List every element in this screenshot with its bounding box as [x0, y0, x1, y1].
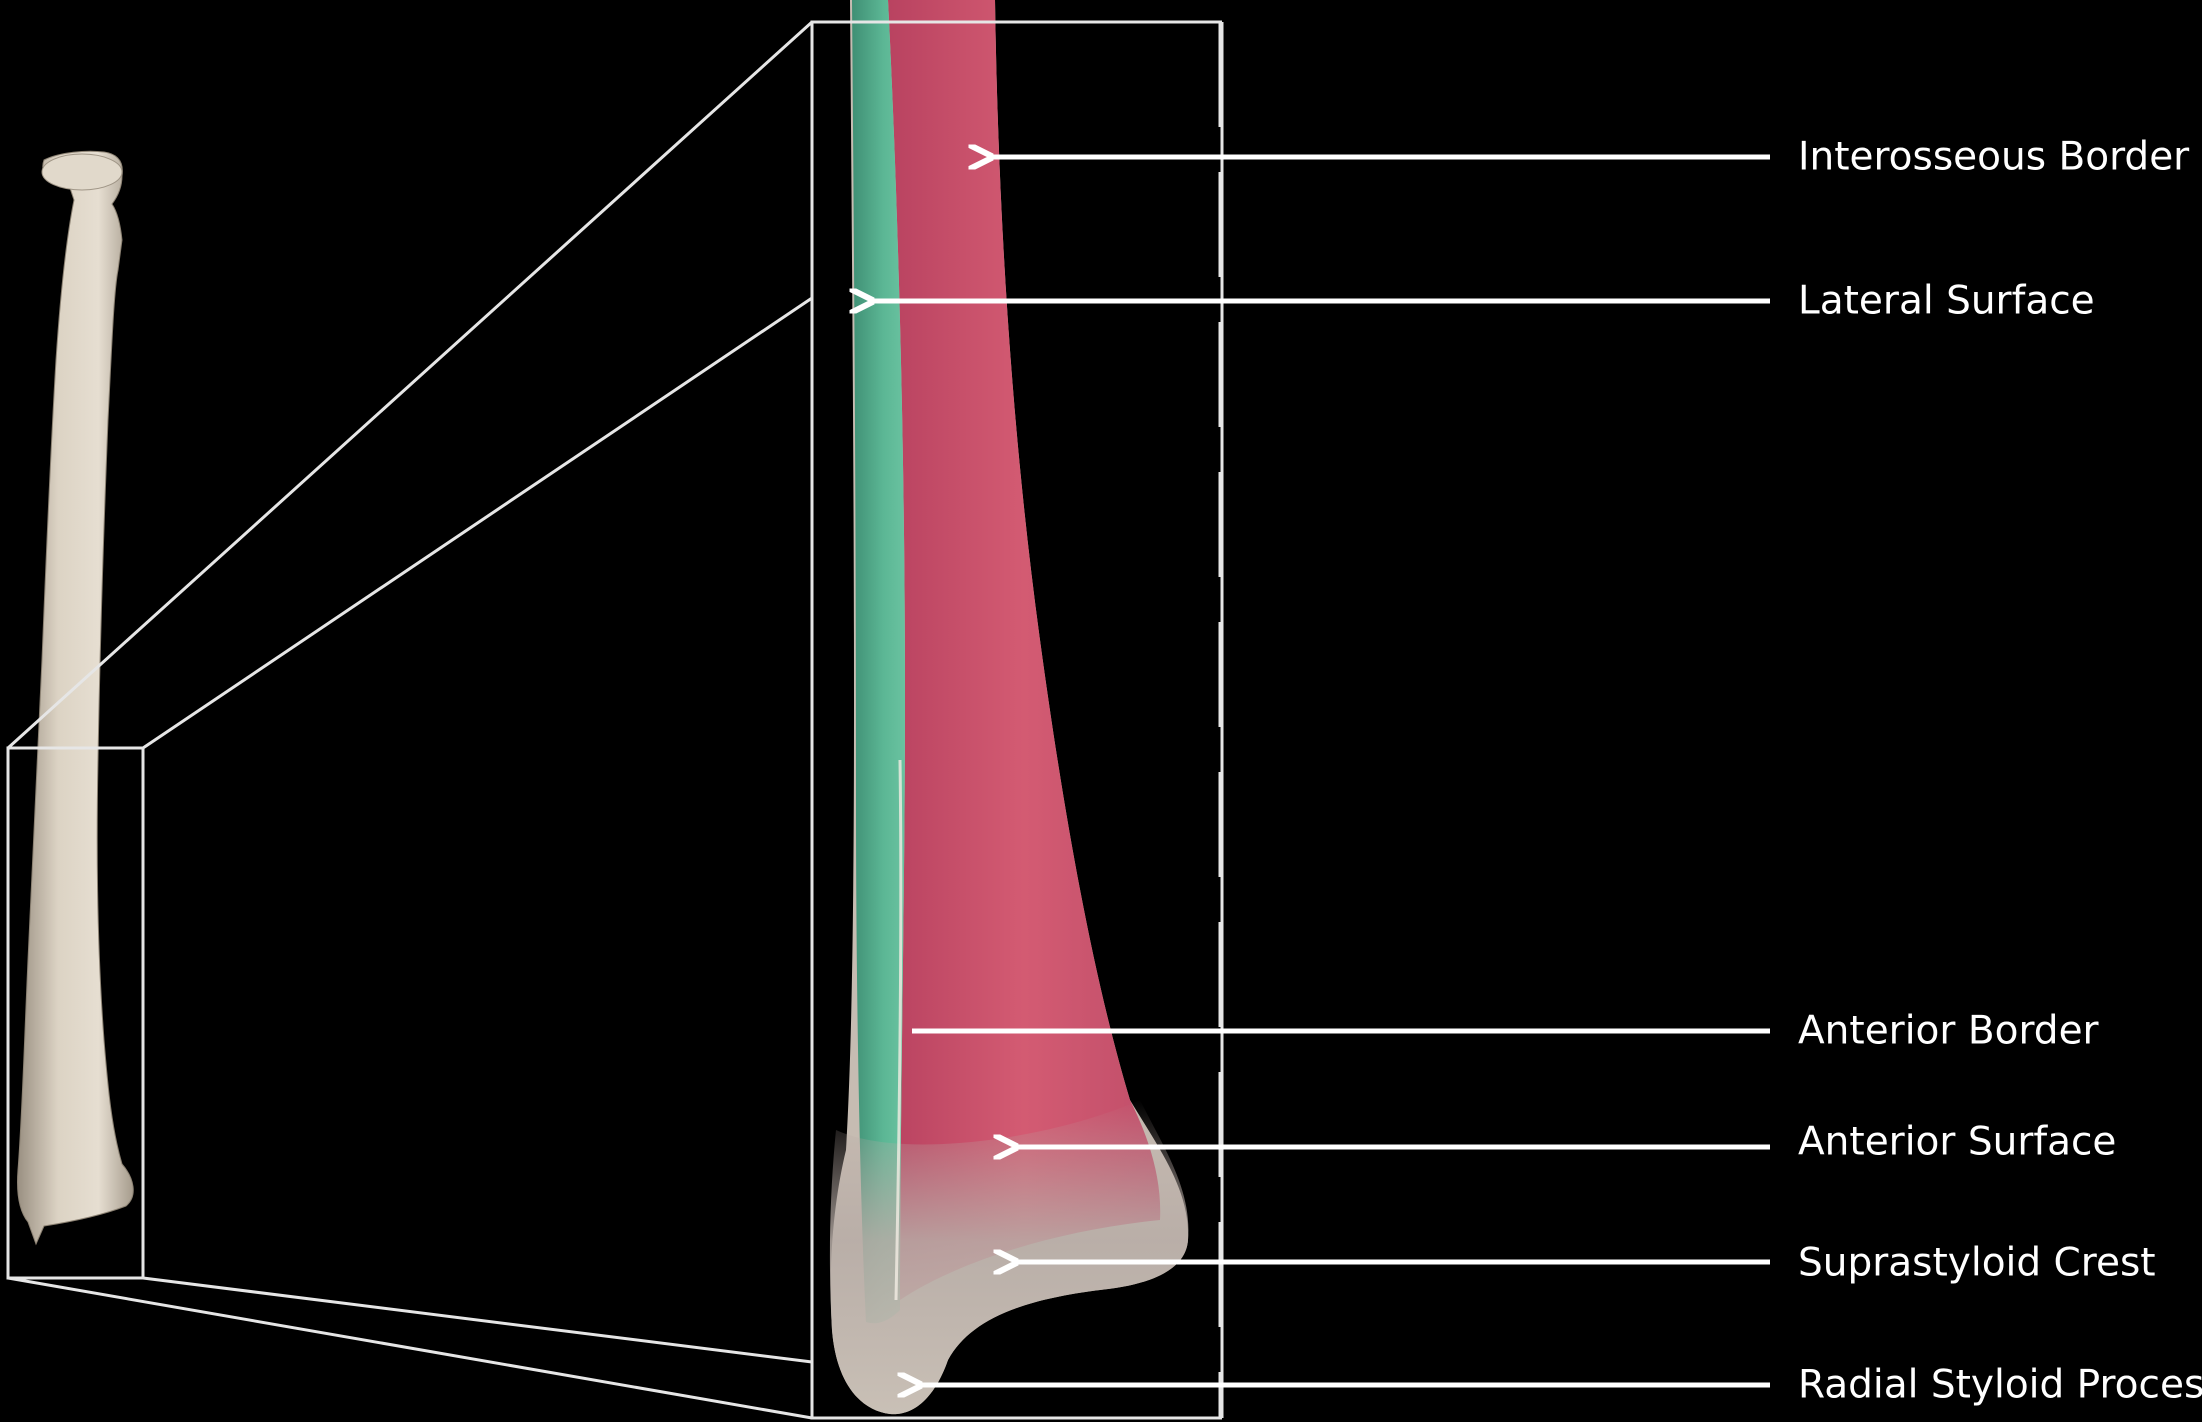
anterior-surface-region	[888, 0, 1160, 1300]
label-lateral-surface: Lateral Surface	[1798, 282, 2095, 321]
label-radial-styloid-process: Radial Styloid Process	[1798, 1366, 2202, 1405]
label-interosseous-border: Interosseous Border	[1798, 138, 2189, 177]
label-anterior-border: Anterior Border	[1798, 1012, 2099, 1051]
magnified-radius	[830, 0, 1188, 1414]
label-anterior-surface: Anterior Surface	[1798, 1123, 2116, 1162]
whole-radius-bone	[17, 151, 133, 1244]
label-suprastyloid-crest: Suprastyloid Crest	[1798, 1244, 2156, 1283]
zoom-connector-lines	[8, 22, 812, 1418]
